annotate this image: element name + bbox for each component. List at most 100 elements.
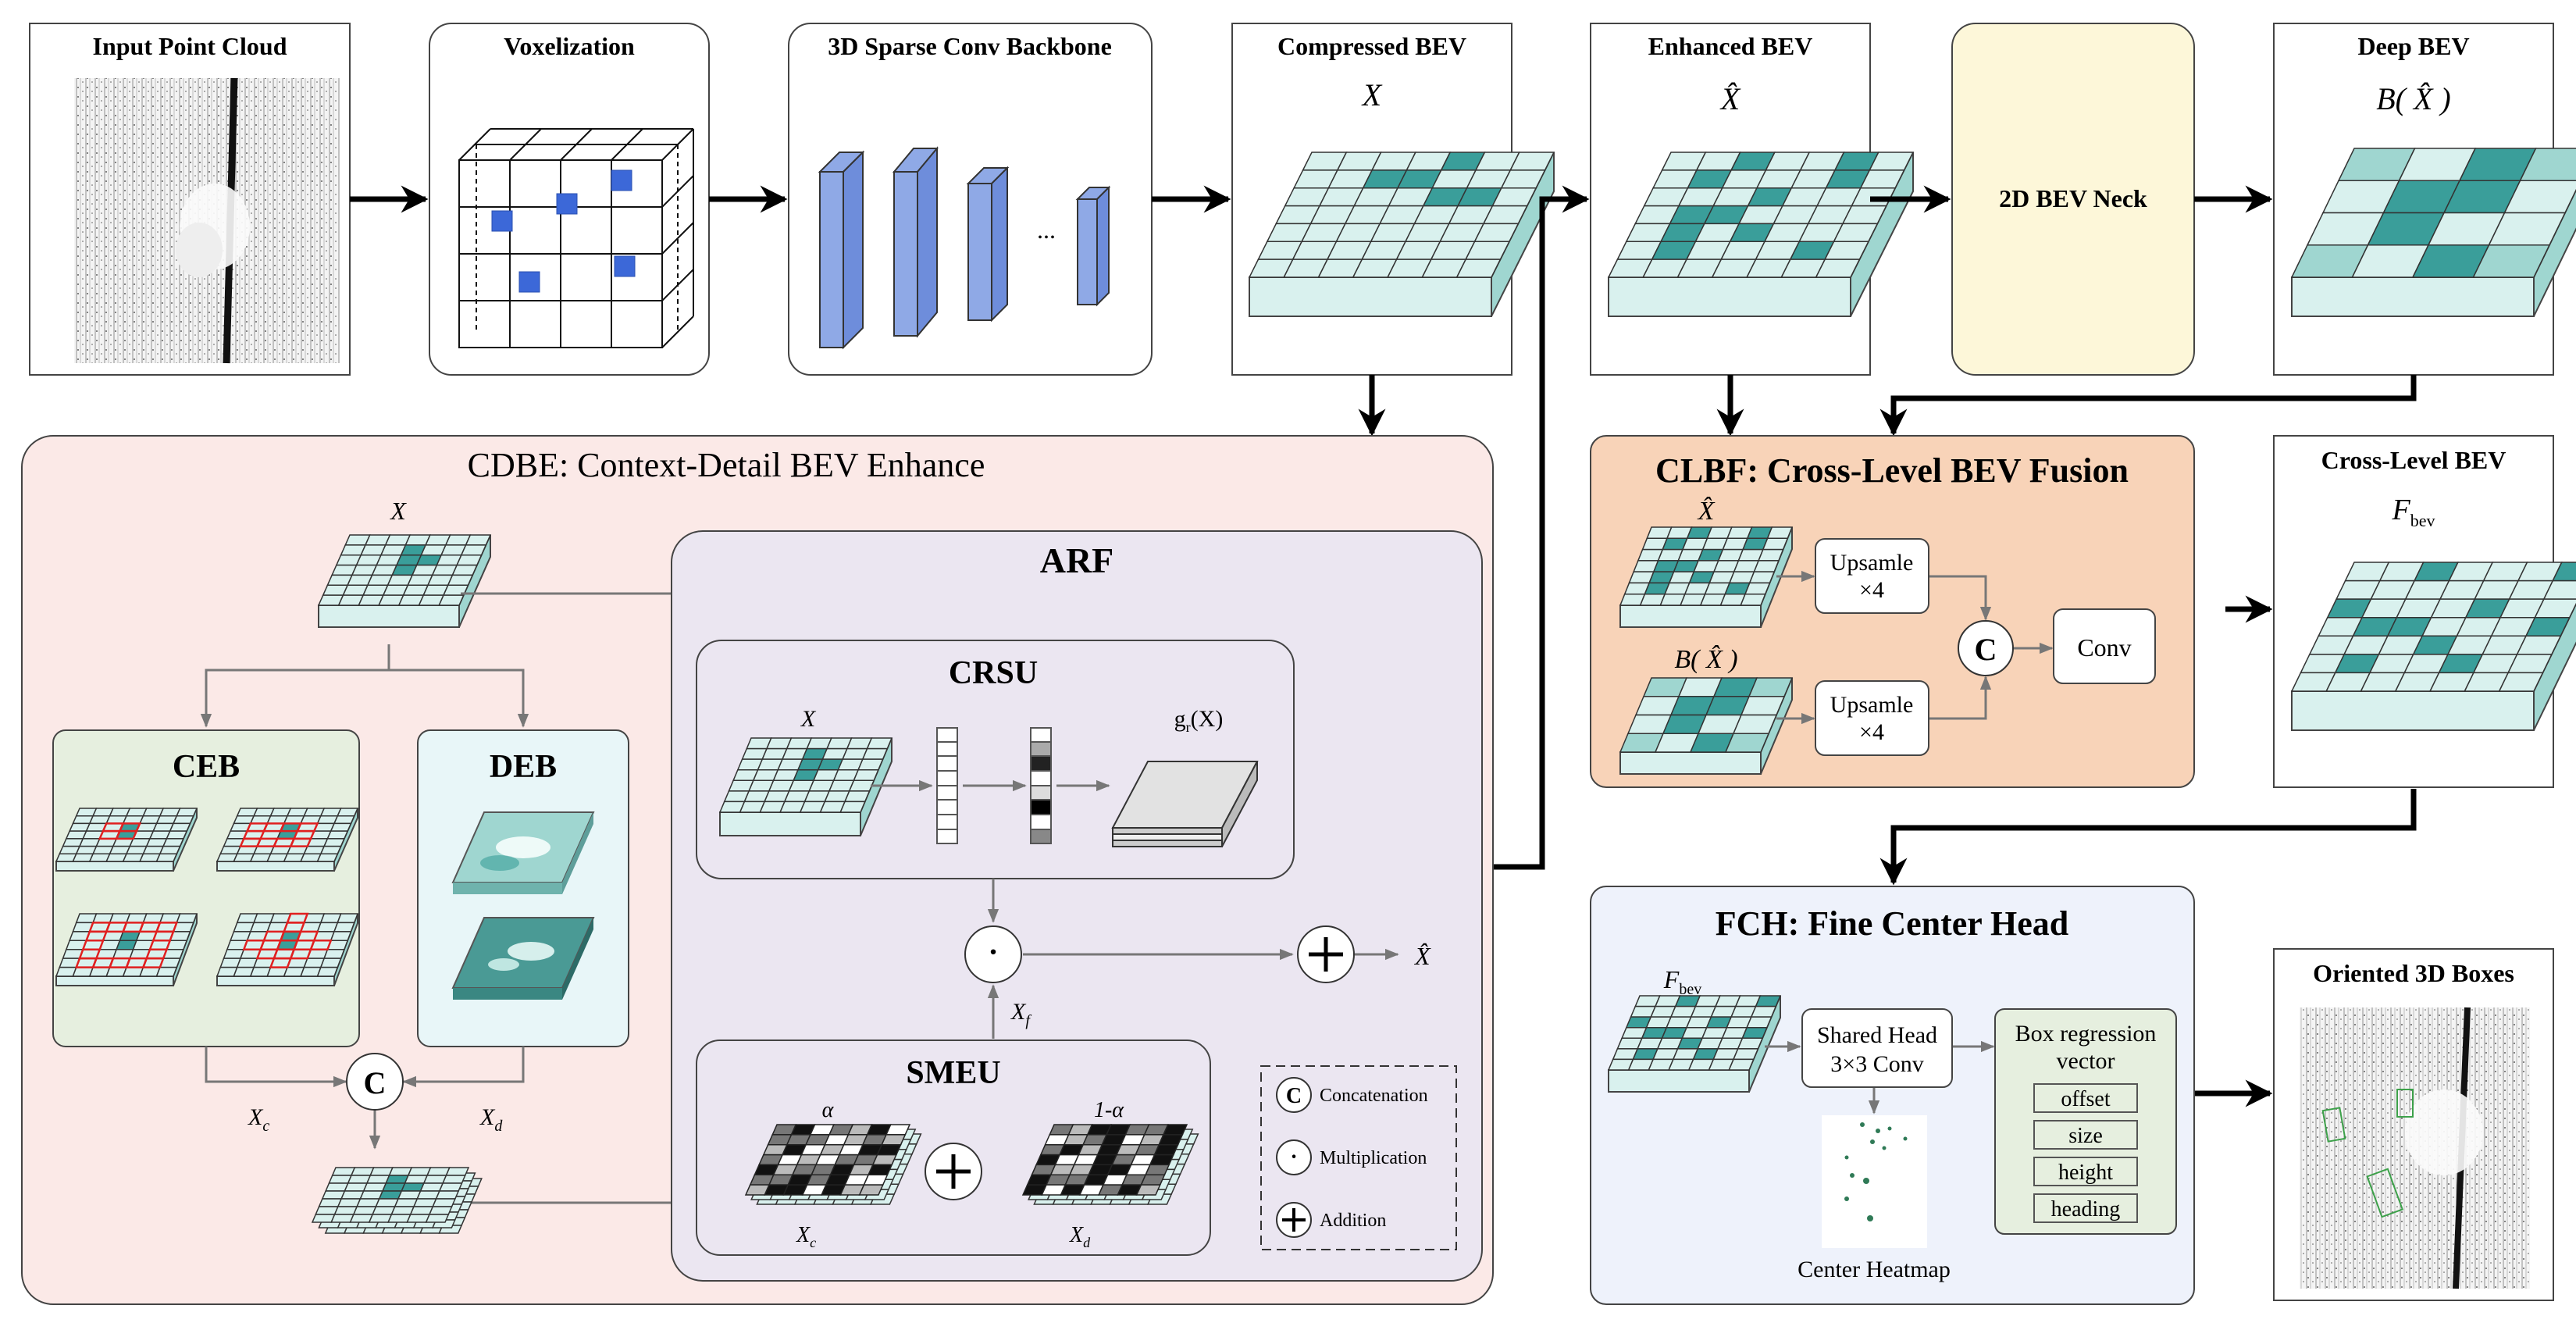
ceb-title: CEB — [173, 749, 240, 785]
svg-text:C: C — [364, 1065, 387, 1100]
gr-label: gr(X) — [1174, 706, 1224, 735]
compressed-bev-panel: Compressed BEV X — [1231, 23, 1555, 376]
legend-mult-glyph: · — [1290, 1145, 1297, 1169]
clbf-concat-node: C — [1958, 620, 2014, 676]
svg-text:Upsamle: Upsamle — [1830, 550, 1914, 576]
legend-box: C Concatenation · Multiplication Additio… — [1260, 1065, 1457, 1250]
ceb-grid-2 — [216, 808, 359, 872]
deep-bev-symbol: B( X̂ ) — [2376, 81, 2451, 116]
input-point-cloud-title: Input Point Cloud — [93, 32, 287, 60]
ceb-grid-1 — [55, 808, 198, 872]
box-reg-item-height: height — [2033, 1157, 2138, 1186]
cdbe-concat-node: C — [346, 1053, 404, 1111]
svg-text:C: C — [1975, 632, 1997, 667]
alpha-map — [744, 1124, 922, 1205]
backbone-ellipsis: ... — [1037, 216, 1056, 244]
svg-text:Upsamle: Upsamle — [1830, 692, 1914, 718]
smeu-add-node — [925, 1143, 982, 1200]
crsu-input-symbol: X — [800, 706, 817, 732]
backbone-title: 3D Sparse Conv Backbone — [828, 32, 1112, 60]
gr-feature-stack — [1111, 761, 1259, 847]
voxel-cubes — [491, 169, 636, 293]
mult-node: · — [964, 925, 1022, 983]
cdbe-title: CDBE: Context-Detail BEV Enhance — [468, 446, 985, 484]
arf-gray-arrows — [987, 879, 1399, 1039]
cdbe-xd-label: Xd — [479, 1104, 503, 1135]
upsample-box-2: Upsamle ×4 — [1815, 680, 1929, 756]
box-regression-box: Box regression vector offset size height… — [1994, 1008, 2177, 1235]
legend-add: Addition — [1320, 1211, 1386, 1231]
ceb-block: CEB — [52, 729, 360, 1047]
backbone-layers — [818, 146, 1111, 350]
clbf-bx-symbol: B( X̂ ) — [1674, 645, 1737, 674]
enhanced-bev-title: Enhanced BEV — [1648, 32, 1813, 60]
svg-text:offset: offset — [2061, 1087, 2110, 1111]
crsu-block: CRSU X g — [696, 640, 1295, 879]
clbf-conv-box: Conv — [2053, 608, 2156, 684]
output-panel: Oriented 3D Boxes — [2273, 948, 2554, 1301]
output-title: Oriented 3D Boxes — [2313, 959, 2514, 987]
output-point-cloud-image — [2300, 1007, 2530, 1289]
svg-text:×4: ×4 — [1859, 577, 1884, 603]
clbf-x-grid — [1619, 526, 1794, 628]
fch-input-symbol: Fbev — [1663, 965, 1701, 998]
deb-block: DEB — [417, 729, 629, 1047]
clbf-bx-grid — [1619, 677, 1794, 775]
compressed-bev-title: Compressed BEV — [1277, 32, 1466, 60]
clbf-title: CLBF: Cross-Level BEV Fusion — [1655, 451, 2129, 490]
svg-text:height: height — [2058, 1161, 2113, 1185]
one-minus-alpha-label: 1-α — [1094, 1098, 1124, 1122]
smeu-xc-label: Xc — [796, 1223, 816, 1250]
center-heatmap-label: Center Heatmap — [1797, 1257, 1951, 1282]
deep-bev-panel: Deep BEV B( X̂ ) — [2273, 23, 2576, 376]
svg-text:heading: heading — [2051, 1197, 2121, 1221]
legend-concat: Concatenation — [1320, 1086, 1428, 1106]
compressed-bev-symbol: X — [1361, 77, 1383, 112]
svg-text:Conv: Conv — [2077, 633, 2131, 662]
box-reg-item-offset: offset — [2033, 1083, 2138, 1113]
cross-level-grid — [2290, 562, 2576, 731]
voxelization-panel: Voxelization — [429, 23, 710, 376]
fch-arrows — [1765, 1040, 1995, 1114]
point-cloud-image — [74, 77, 340, 364]
arf-module: ARF CRSU X — [671, 530, 1483, 1282]
backbone-panel: 3D Sparse Conv Backbone ... — [788, 23, 1153, 376]
xf-label: Xf — [1010, 999, 1031, 1029]
smeu-title: SMEU — [906, 1055, 1000, 1091]
fch-title: FCH: Fine Center Head — [1716, 904, 2069, 943]
crsu-vector-1 — [936, 727, 958, 844]
clbf-arrows — [1776, 570, 2054, 725]
clbf-module: CLBF: Cross-Level BEV Fusion X̂ B( X̂ ) … — [1590, 435, 2195, 788]
svg-text:size: size — [2068, 1124, 2103, 1148]
smeu-block: SMEU α 1-α Xc Xd — [696, 1040, 1211, 1256]
smeu-xd-label: Xd — [1069, 1223, 1091, 1250]
one-minus-alpha-map — [1021, 1124, 1199, 1205]
center-heatmap-image — [1822, 1115, 1927, 1248]
enhanced-bev-panel: Enhanced BEV X̂ — [1590, 23, 1915, 376]
deep-bev-title: Deep BEV — [2357, 32, 2469, 60]
alpha-label: α — [822, 1098, 835, 1122]
deb-feature-2 — [451, 917, 595, 1000]
deep-bev-grid — [2290, 148, 2576, 317]
voxel-grid — [458, 128, 694, 348]
ceb-grid-4 — [216, 912, 359, 986]
fch-module: FCH: Fine Center Head Fbev Shared Head 3… — [1590, 886, 2195, 1305]
input-point-cloud-panel: Input Point Cloud — [29, 23, 351, 376]
add-node — [1297, 925, 1355, 983]
deb-title: DEB — [490, 749, 557, 785]
box-reg-item-size: size — [2033, 1120, 2138, 1150]
svg-text:Shared Head: Shared Head — [1817, 1022, 1937, 1048]
clbf-x-symbol: X̂ — [1697, 497, 1716, 526]
box-reg-item-heading: heading — [2033, 1193, 2138, 1223]
cdbe-input-symbol: X — [389, 497, 407, 525]
top-row-arrows — [350, 185, 2417, 1107]
compressed-bev-grid — [1248, 152, 1555, 317]
box-reg-title-a: Box regression — [2015, 1021, 2157, 1047]
crsu-input-grid — [718, 737, 893, 836]
deb-feature-1 — [451, 811, 595, 894]
shared-head-box: Shared Head 3×3 Conv — [1801, 1008, 1953, 1088]
legend-mult: Multiplication — [1320, 1148, 1427, 1168]
voxelization-title: Voxelization — [504, 32, 635, 60]
cdbe-input-grid — [317, 534, 492, 628]
legend-concat-glyph: C — [1286, 1084, 1302, 1108]
